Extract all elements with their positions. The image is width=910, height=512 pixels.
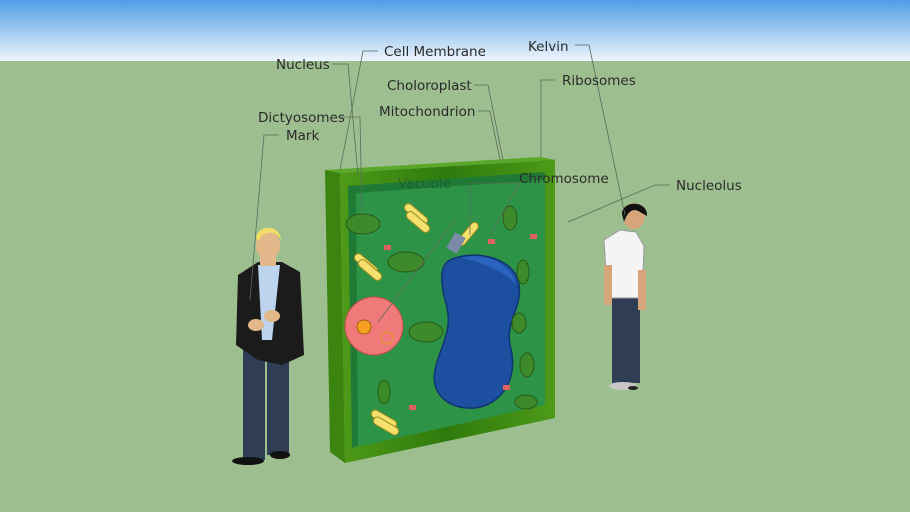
frame-top	[325, 157, 555, 173]
label-kelvin: Kelvin	[528, 39, 569, 55]
label-dictyosomes: Dictyosomes	[258, 110, 345, 126]
person-kelvin	[603, 203, 648, 390]
label-nucleus: Nucleus	[276, 57, 330, 73]
dictyosome	[446, 232, 466, 254]
frame-left	[325, 170, 345, 463]
person-mark	[232, 227, 304, 465]
sky	[0, 0, 910, 61]
cell-model	[325, 157, 555, 463]
label-vacuole: Vacuole	[398, 176, 451, 192]
nucleolus	[356, 319, 372, 335]
label-mitochondrion: Mitochondrion	[379, 104, 475, 120]
label-mark: Mark	[286, 128, 319, 144]
label-cell-membrane: Cell Membrane	[384, 44, 486, 60]
label-chromosome: Chromosome	[519, 171, 609, 187]
chloroplasts	[345, 205, 538, 410]
label-choloroplast: Choloroplast	[387, 78, 472, 94]
label-nucleolus: Nucleolus	[676, 178, 742, 194]
leader-lines	[249, 44, 670, 323]
nucleus	[344, 296, 404, 356]
label-ribosomes: Ribosomes	[562, 73, 636, 89]
ribosomes	[384, 234, 537, 410]
